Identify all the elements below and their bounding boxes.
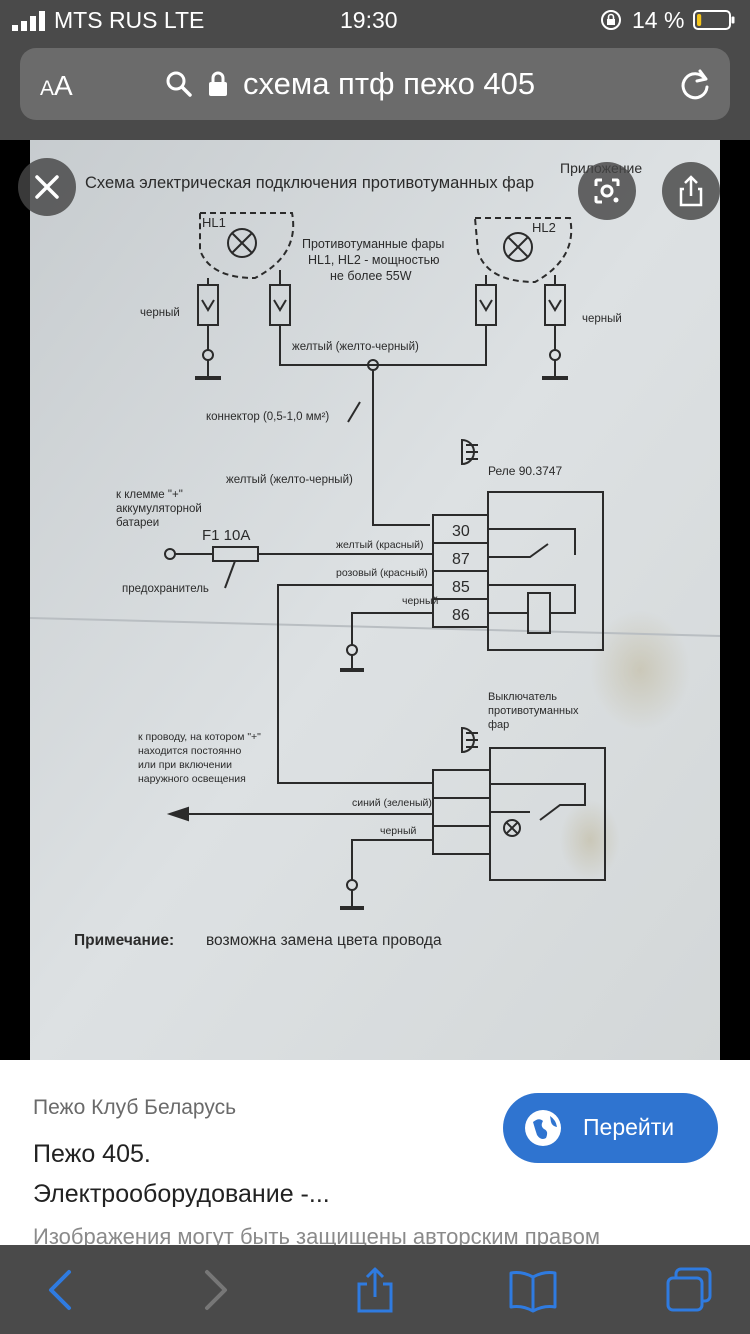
label-switch-1: Выключатель [488, 691, 557, 703]
label-plus-wire-3: или при включении [138, 759, 232, 771]
label-wire-yellow-top: желтый (желто-черный) [292, 341, 419, 353]
copyright-notice: Изображения могут быть защищены авторски… [33, 1224, 600, 1245]
result-card: Пежо Клуб Беларусь Пежо 405. Электрообор… [0, 1060, 750, 1245]
result-title-line2: Электрооборудование -... [33, 1180, 330, 1208]
address-bar-area: AA схема птф пежо 405 [0, 42, 750, 140]
pin-30: 30 [452, 523, 470, 540]
note-label: Примечание: [74, 932, 174, 949]
url-text[interactable]: схема птф пежо 405 [243, 66, 536, 101]
wiring-diagram-photo: Схема электрическая подключения противот… [30, 140, 720, 1060]
back-icon[interactable] [40, 1267, 80, 1313]
label-wire-yellow-red: желтый (красный) [336, 539, 424, 551]
label-switch-3: фар [488, 719, 509, 731]
label-wire-blue-green: синий (зеленый) [352, 797, 432, 809]
pin-85: 85 [452, 579, 470, 596]
address-bar[interactable]: AA схема птф пежо 405 [20, 48, 730, 120]
label-battery-3: батареи [116, 517, 159, 529]
label-battery-2: аккумуляторной [116, 503, 202, 515]
lens-icon [594, 178, 620, 204]
source-name[interactable]: Пежо Клуб Беларусь [33, 1096, 237, 1119]
visit-button-label: Перейти [583, 1114, 675, 1140]
diagram-title: Схема электрическая подключения противот… [85, 174, 534, 192]
note-text: возможна замена цвета провода [206, 932, 442, 949]
bookmarks-icon[interactable] [508, 1267, 558, 1313]
label-plus-wire-4: наружного освещения [138, 773, 246, 785]
pin-87: 87 [452, 551, 470, 568]
close-button[interactable] [18, 158, 76, 216]
label-wire-black-left: черный [140, 307, 180, 319]
fog-caption-line2: HL1, HL2 - мощностью [308, 253, 439, 267]
label-connector: коннектор (0,5-1,0 мм²) [206, 411, 329, 423]
fog-caption-line1: Противотуманные фары [302, 237, 444, 251]
label-hl2: HL2 [532, 220, 556, 235]
close-icon [35, 175, 59, 199]
label-plus-wire-2: находится постоянно [138, 745, 242, 757]
globe-icon [525, 1110, 561, 1146]
label-fuse-caption: предохранитель [122, 583, 209, 595]
share-icon [679, 175, 703, 207]
visit-button[interactable]: Перейти [503, 1093, 718, 1163]
rotation-lock-icon [601, 10, 621, 30]
share-image-button[interactable] [662, 162, 720, 220]
label-wire-black-right: черный [582, 313, 622, 325]
text-size-button[interactable]: AA [40, 70, 73, 101]
pin-86: 86 [452, 607, 470, 624]
lock-icon [209, 71, 227, 96]
label-fuse: F1 10A [202, 527, 250, 544]
label-hl1: HL1 [202, 215, 226, 230]
label-relay: Реле 90.3747 [488, 464, 562, 478]
battery-percent: 14 % [632, 7, 685, 33]
reload-icon[interactable] [678, 68, 712, 102]
share-icon[interactable] [352, 1267, 398, 1313]
carrier-label: MTS RUS LTE [54, 7, 205, 33]
label-wire-yellow-mid: желтый (желто-черный) [226, 474, 353, 486]
forward-icon[interactable] [196, 1267, 236, 1313]
battery-icon [693, 10, 735, 30]
label-switch-2: противотуманных [488, 705, 579, 717]
bottom-toolbar [0, 1245, 750, 1334]
lens-search-button[interactable] [578, 162, 636, 220]
signal-strength-icon [12, 11, 45, 31]
label-wire-pink-red: розовый (красный) [336, 567, 428, 579]
fog-caption-line3: не более 55W [330, 269, 412, 283]
clock: 19:30 [340, 7, 398, 33]
label-plus-wire-1: к проводу, на котором "+" [138, 731, 261, 743]
result-title-line1: Пежо 405. [33, 1140, 151, 1168]
label-wire-black-relay: черный [402, 595, 438, 607]
search-icon [166, 71, 192, 97]
label-wire-black-switch: черный [380, 825, 416, 837]
status-bar: MTS RUS LTE 19:30 14 % [0, 0, 750, 42]
image-viewer[interactable]: Схема электрическая подключения противот… [0, 140, 750, 1060]
label-battery-1: к клемме "+" [116, 489, 183, 501]
result-title[interactable]: Пежо 405. Электрооборудование -... [33, 1134, 473, 1214]
tabs-icon[interactable] [664, 1267, 714, 1313]
